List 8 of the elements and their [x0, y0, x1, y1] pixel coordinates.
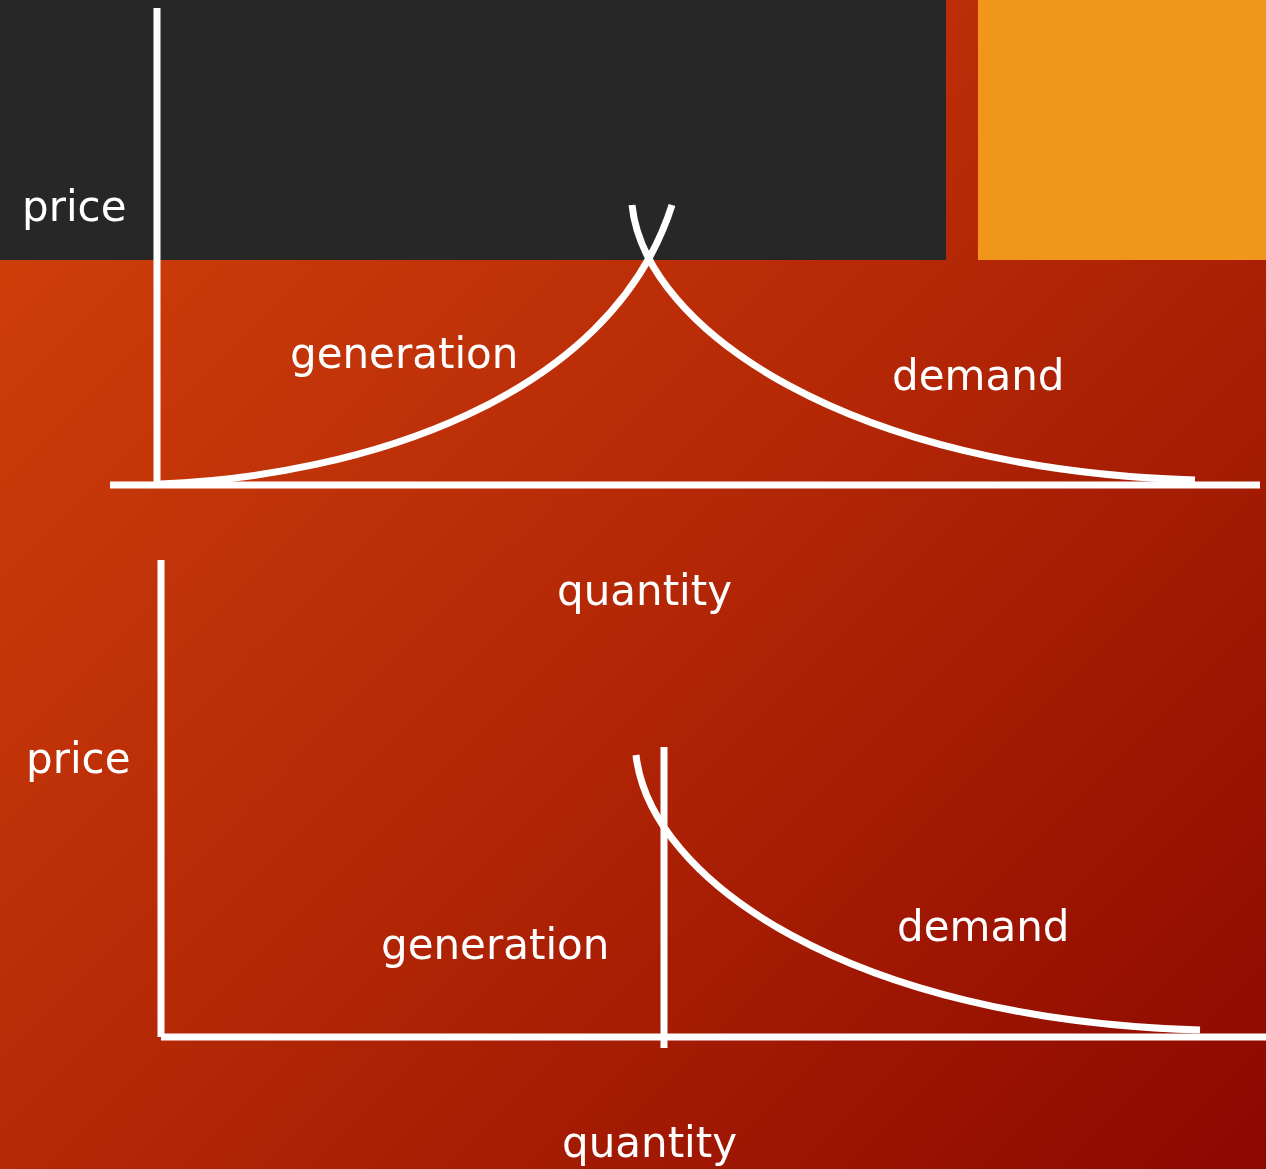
curve-label: generation: [290, 333, 519, 375]
axis-label: quantity: [562, 1122, 738, 1164]
axis-label: quantity: [557, 570, 733, 612]
curve-label: demand: [897, 906, 1070, 948]
curve-label: demand: [892, 355, 1065, 397]
axis-label: price: [26, 738, 131, 780]
axis-label: price: [22, 186, 127, 228]
curve-label: generation: [381, 924, 610, 966]
